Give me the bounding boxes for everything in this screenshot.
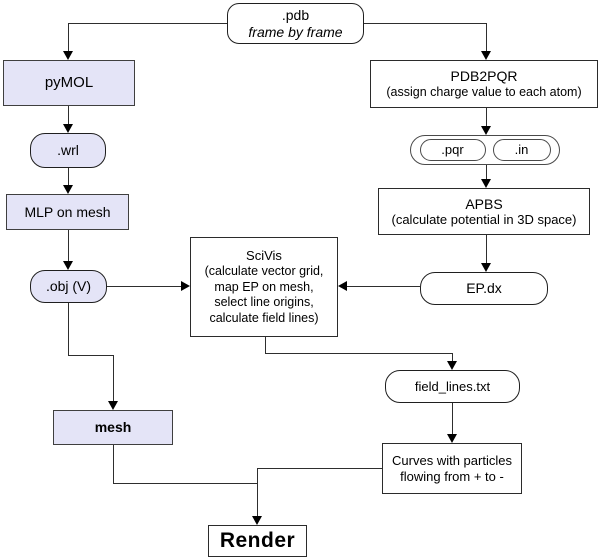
apbs-node-subtitle: (calculate potential in 3D space) <box>391 212 577 228</box>
pdb-node-label: .pdb <box>281 6 310 23</box>
edge-junction-render-v <box>257 468 258 517</box>
edge-fieldlines-curves <box>452 403 453 435</box>
pqr-node-label: .pqr <box>441 142 464 158</box>
arrowhead-into-mesh <box>108 401 118 410</box>
in-node-label: .in <box>514 142 529 158</box>
wrl-node-label: .wrl <box>57 142 79 159</box>
pqr-in-group: .pqr .in <box>410 135 560 165</box>
obj-node: .obj (V) <box>30 270 107 303</box>
mesh-node: mesh <box>53 410 173 445</box>
field-lines-node-label: field_lines.txt <box>414 378 491 394</box>
in-node: .in <box>492 139 551 161</box>
mlp-node-label: MLP on mesh <box>24 203 111 220</box>
pdb2pqr-node-title: PDB2PQR <box>450 68 518 85</box>
arrowhead-into-obj <box>63 261 73 270</box>
edge-obj-mesh-v2 <box>113 355 114 402</box>
arrowhead-into-render <box>252 516 262 525</box>
edge-mesh-junction-h <box>113 483 258 484</box>
mlp-node: MLP on mesh <box>6 194 129 230</box>
edge-wrl-mlp <box>68 168 69 186</box>
scivis-node-line: select line origins, <box>214 295 314 310</box>
field-lines-node: field_lines.txt <box>385 370 520 403</box>
arrowhead-into-apbs <box>481 179 491 188</box>
edge-epdx-scivis <box>347 286 420 287</box>
edge-pdb-pymol-v <box>68 23 69 52</box>
pymol-node-label: pyMOL <box>44 74 94 92</box>
edge-obj-mesh-v1 <box>68 303 69 355</box>
arrowhead-into-mlp <box>63 185 73 194</box>
edge-obj-mesh-h <box>68 355 114 356</box>
pdb-node: .pdb frame by frame <box>227 3 364 44</box>
edge-scivis-fieldlines-h <box>265 353 453 354</box>
wrl-node: .wrl <box>30 133 106 168</box>
edge-curves-junction-h <box>257 468 382 469</box>
epdx-node-label: EP.dx <box>466 280 502 297</box>
edge-pymol-wrl <box>68 106 69 125</box>
arrowhead-into-pymol <box>63 51 73 60</box>
scivis-node-title: SciVis <box>246 247 282 263</box>
pdb-node-sublabel: frame by frame <box>248 23 343 40</box>
edge-apbs-epdx <box>486 235 487 264</box>
obj-node-label: .obj (V) <box>45 278 92 295</box>
edge-pdb-pdb2pqr-v <box>486 23 487 52</box>
render-node-label: Render <box>219 528 296 552</box>
arrowhead-into-scivis-left <box>181 281 190 291</box>
edge-mlp-obj <box>68 230 69 262</box>
arrowhead-into-scivis-right <box>338 281 347 291</box>
scivis-node-line: (calculate vector grid, <box>204 263 324 278</box>
curves-node-line1: Curves with particles <box>392 453 512 469</box>
edge-scivis-fieldlines-v1 <box>265 337 266 354</box>
arrowhead-into-wrl <box>63 124 73 133</box>
pdb2pqr-node: PDB2PQR (assign charge value to each ato… <box>370 60 598 108</box>
scivis-node-line: calculate field lines) <box>209 310 319 325</box>
pqr-node: .pqr <box>419 139 486 161</box>
edge-obj-scivis <box>107 286 182 287</box>
arrowhead-into-epdx <box>481 263 491 272</box>
curves-node: Curves with particles flowing from + to … <box>382 443 522 494</box>
arrowhead-into-curves <box>447 434 457 443</box>
edge-pdb-pdb2pqr-h <box>364 23 486 24</box>
mesh-node-label: mesh <box>94 419 132 436</box>
edge-mesh-junction-v <box>113 445 114 484</box>
render-node: Render <box>208 525 307 557</box>
arrowhead-into-pdb2pqr <box>481 51 491 60</box>
curves-node-line2: flowing from + to - <box>400 468 504 484</box>
apbs-node-title: APBS <box>465 195 503 212</box>
edge-pdb2pqr-pqr <box>486 108 487 127</box>
arrowhead-into-pqr <box>481 126 491 135</box>
epdx-node: EP.dx <box>420 272 548 305</box>
scivis-node-line: map EP on mesh, <box>214 279 314 294</box>
arrowhead-into-fieldlines <box>447 361 457 370</box>
pymol-node: pyMOL <box>3 60 135 106</box>
apbs-node: APBS (calculate potential in 3D space) <box>378 188 590 235</box>
edge-scivis-fieldlines-v2 <box>452 353 453 362</box>
pdb2pqr-node-subtitle: (assign charge value to each atom) <box>386 84 582 99</box>
scivis-node: SciVis (calculate vector grid, map EP on… <box>190 237 338 337</box>
edge-pqr-apbs <box>486 165 487 180</box>
edge-pdb-pymol-h <box>68 23 227 24</box>
